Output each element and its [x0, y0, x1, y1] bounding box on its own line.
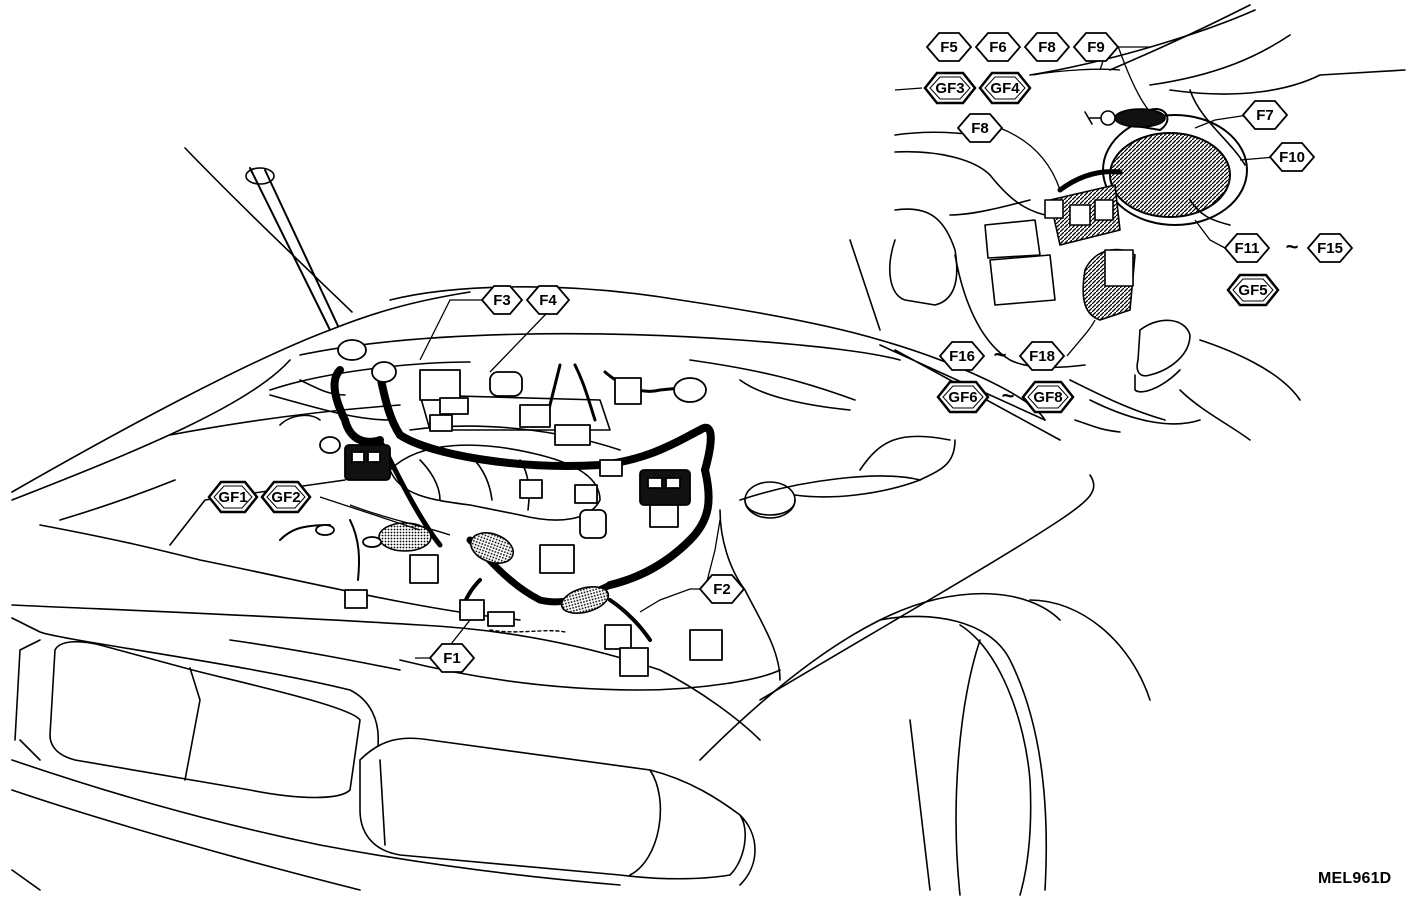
callout-F11: F11: [1223, 233, 1271, 263]
label-F8: F8: [971, 120, 989, 137]
callout-F1: F1: [428, 643, 476, 673]
label-F5: F5: [940, 39, 958, 56]
callout-F3: F3: [480, 285, 524, 315]
callout-GF3: GF3: [923, 71, 977, 105]
range-tilde-f11-f15: ~: [1286, 234, 1299, 259]
range-tilde-f16-f18: ~: [994, 342, 1007, 367]
callout-F18: F18: [1018, 341, 1066, 371]
label-GF6: GF6: [948, 389, 977, 406]
label-F10: F10: [1279, 149, 1305, 166]
callout-F8: F8: [956, 113, 1004, 143]
callout-F16: F16: [938, 341, 986, 371]
engine-harness: [279, 339, 723, 677]
label-F15: F15: [1317, 240, 1343, 257]
label-F16: F16: [949, 348, 975, 365]
label-GF4: GF4: [990, 80, 1020, 97]
label-F7: F7: [1256, 107, 1274, 124]
callout-GF8: GF8: [1021, 380, 1075, 414]
label-F1: F1: [443, 650, 461, 667]
label-F9: F9: [1087, 39, 1105, 56]
interior-inset: [849, 4, 1406, 441]
label-F8-top: F8: [1038, 39, 1056, 56]
callout-F15: F15: [1306, 233, 1354, 263]
label-F2: F2: [713, 581, 731, 598]
callout-GF4: GF4: [978, 71, 1032, 105]
label-GF5: GF5: [1238, 282, 1267, 299]
callout-F9: F9: [1072, 32, 1120, 62]
callout-F2: F2: [698, 574, 746, 604]
label-F4: F4: [539, 292, 557, 309]
callouts: F3 F4 GF1 GF2 F1 F2: [207, 32, 1354, 673]
label-F6: F6: [989, 39, 1007, 56]
callout-F6: F6: [974, 32, 1022, 62]
callout-F4: F4: [525, 285, 571, 315]
label-F18: F18: [1029, 348, 1055, 365]
leader-lines: [319, 45, 1276, 659]
callout-GF5: GF5: [1226, 273, 1280, 307]
label-GF1: GF1: [218, 489, 247, 506]
label-GF3: GF3: [935, 80, 964, 97]
callout-GF6: GF6: [936, 380, 990, 414]
label-F11: F11: [1234, 240, 1259, 257]
callout-GF1: GF1: [207, 480, 259, 514]
callout-F5: F5: [925, 32, 973, 62]
label-GF2: GF2: [271, 489, 300, 506]
callout-F10: F10: [1268, 142, 1316, 172]
figure-code: MEL961D: [1318, 870, 1392, 887]
callout-GF2: GF2: [260, 480, 312, 514]
label-F3: F3: [493, 292, 511, 309]
callout-F8-top: F8: [1023, 32, 1071, 62]
range-tilde-gf6-gf8: ~: [1002, 383, 1015, 408]
car-body: [11, 147, 1151, 896]
callout-F7: F7: [1241, 100, 1289, 130]
label-GF8: GF8: [1033, 389, 1062, 406]
